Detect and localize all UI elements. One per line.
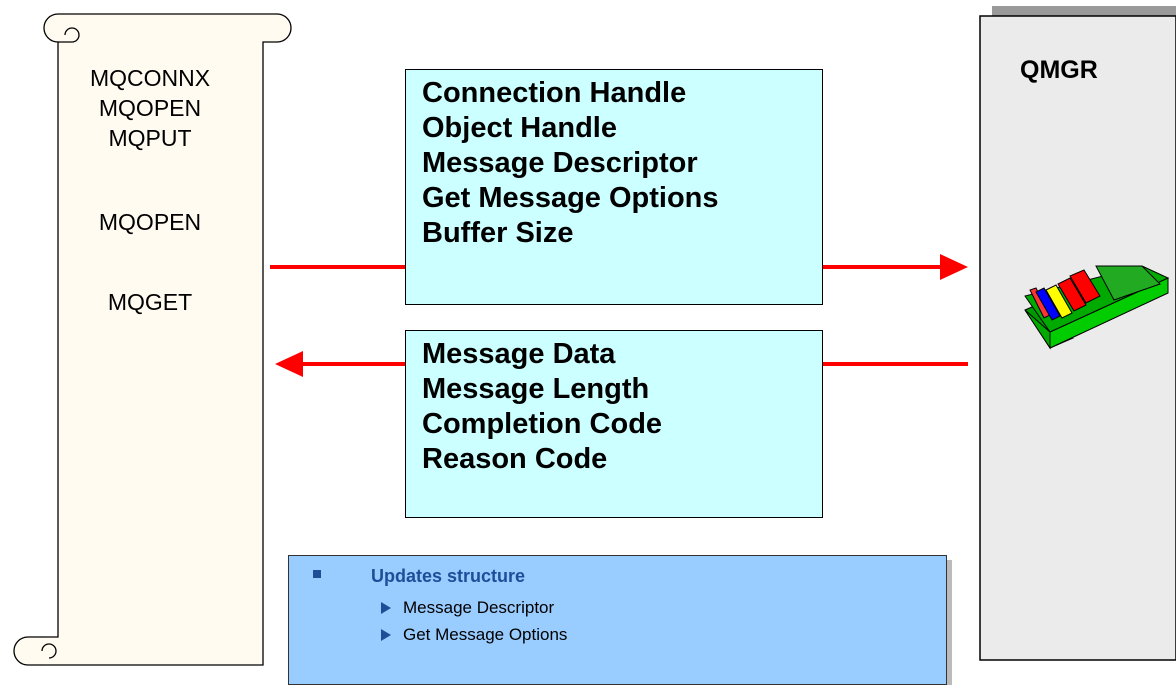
triangle-bullet-icon	[381, 602, 391, 614]
request-param-2: Object Handle	[422, 112, 617, 144]
scroll-icon	[13, 13, 292, 666]
scroll-call-4: MQOPEN	[98, 209, 202, 235]
info-heading: Updates structure	[371, 566, 526, 586]
response-params-box: Message Data Message Length Completion C…	[405, 330, 823, 518]
request-params-box: Connection Handle Object Handle Message …	[405, 69, 823, 305]
info-item-1: Message Descriptor	[403, 598, 555, 617]
response-param-1: Message Data	[422, 338, 616, 370]
request-param-1: Connection Handle	[422, 77, 687, 109]
info-box: Updates structure Message Descriptor Get…	[288, 555, 947, 685]
request-param-3: Message Descriptor	[422, 147, 698, 179]
scroll-call-5: MQGET	[107, 289, 193, 315]
queue-icon	[1024, 265, 1170, 350]
qmgr-title: QMGR	[1020, 56, 1098, 84]
scroll-call-2: MQOPEN	[98, 95, 202, 121]
info-item-2: Get Message Options	[403, 625, 568, 644]
triangle-bullet-icon	[381, 629, 391, 641]
request-param-4: Get Message Options	[422, 182, 719, 214]
qmgr-panel	[979, 15, 1176, 661]
square-bullet-icon	[313, 570, 321, 578]
request-param-5: Buffer Size	[422, 217, 574, 249]
response-param-2: Message Length	[422, 373, 650, 405]
response-param-3: Completion Code	[422, 408, 663, 440]
scroll-call-3: MQPUT	[108, 125, 192, 151]
response-param-4: Reason Code	[422, 443, 608, 475]
scroll-call-1: MQCONNX	[89, 65, 211, 91]
